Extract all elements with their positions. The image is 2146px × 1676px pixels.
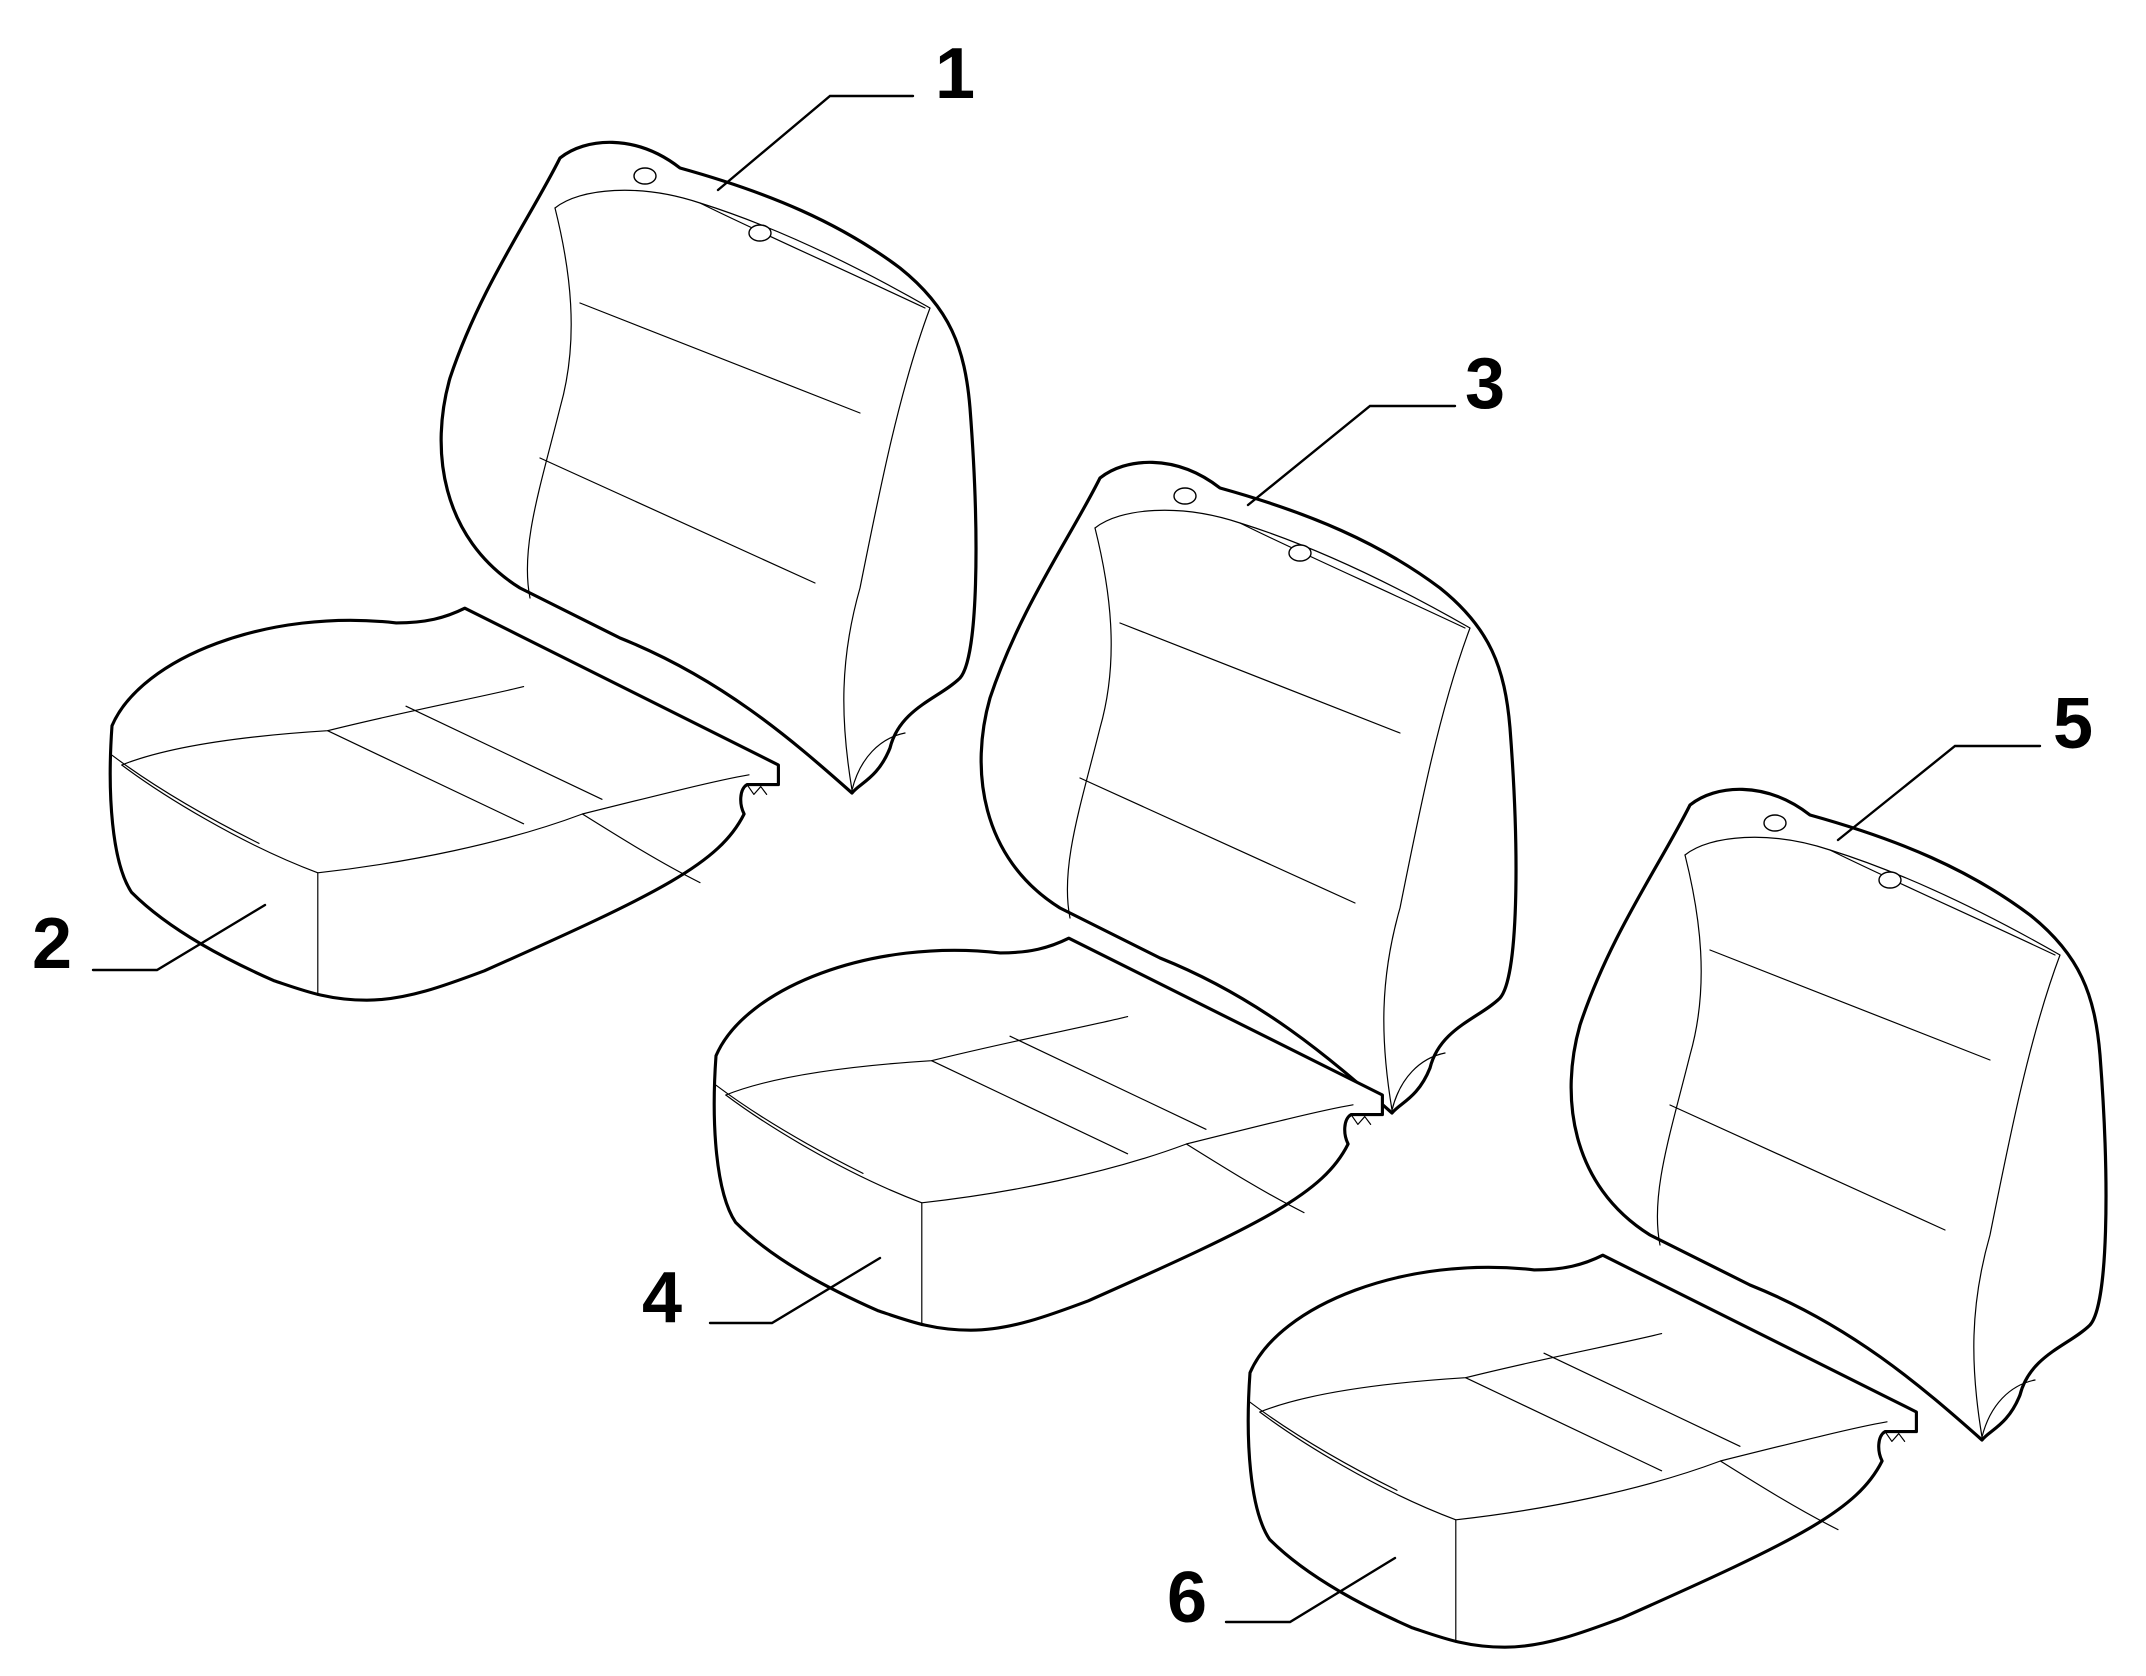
leader-2 (91, 903, 267, 972)
callout-2: 2 (32, 904, 72, 984)
cushion-part-2 (108, 606, 780, 1002)
callout-6: 6 (1167, 1558, 1207, 1638)
leader-lines (91, 94, 2042, 1624)
callout-labels: 1 2 3 4 5 6 (32, 34, 2093, 1638)
callout-4: 4 (642, 1258, 682, 1338)
leader-5 (1836, 744, 2042, 842)
leader-6 (1224, 1556, 1397, 1624)
callout-1: 1 (935, 34, 975, 114)
leader-4 (708, 1256, 882, 1325)
leader-3 (1246, 404, 1457, 507)
seat-assembly-left (108, 140, 978, 1002)
callout-3: 3 (1465, 344, 1505, 424)
leader-1 (716, 94, 915, 192)
callout-5: 5 (2053, 684, 2093, 764)
